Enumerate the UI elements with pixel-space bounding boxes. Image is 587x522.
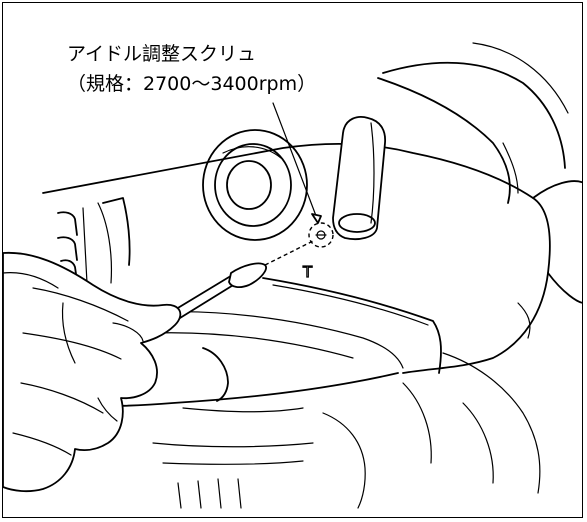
idle-screw [308, 222, 334, 248]
lower-housing [142, 311, 494, 509]
choke-lever [332, 116, 386, 241]
t-mark: T [302, 263, 313, 281]
callout-title: アイドル調整スクリュ [67, 43, 257, 65]
vent-slots [57, 197, 131, 284]
screwdriver-path [264, 240, 314, 266]
engine-cover-drawing: T [3, 42, 582, 509]
callout-spec: （規格：2700〜3400rpm） [67, 73, 317, 95]
hand [3, 251, 182, 493]
cover-seam [262, 277, 442, 374]
illustration-frame: アイドル調整スクリュ （規格：2700〜3400rpm） [2, 2, 583, 518]
round-port [202, 129, 308, 241]
leader-arrowhead [311, 213, 322, 224]
idle-screw-callout: アイドル調整スクリュ （規格：2700〜3400rpm） [67, 39, 316, 99]
callout-leader-line [272, 102, 319, 222]
